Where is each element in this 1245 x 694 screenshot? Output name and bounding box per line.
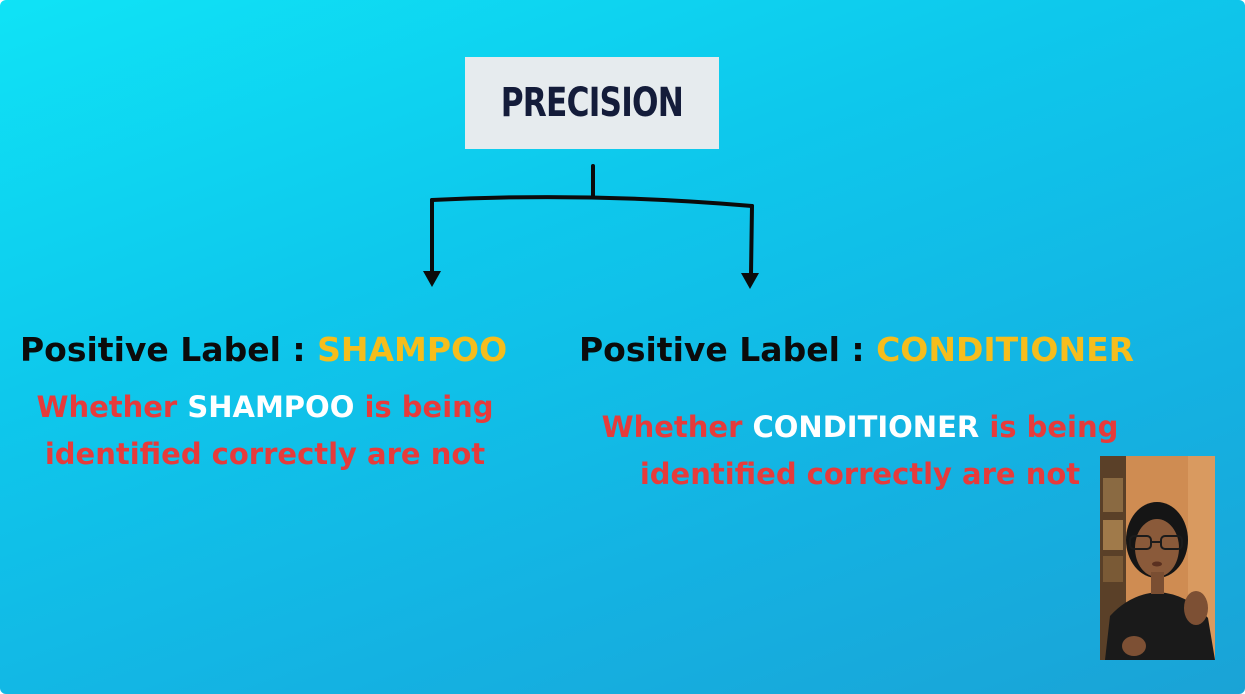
right-label-value: CONDITIONER (876, 330, 1135, 369)
left-description-highlight: SHAMPOO (187, 390, 355, 424)
right-description: Whether CONDITIONER is being identified … (585, 404, 1135, 498)
connector-right-drop (749, 204, 754, 276)
right-label-prefix: Positive Label : (579, 330, 877, 369)
right-positive-label: Positive Label : CONDITIONER (579, 330, 1134, 369)
left-arrowhead-icon (423, 271, 441, 287)
right-description-highlight: CONDITIONER (752, 410, 980, 444)
left-label-value: SHAMPOO (317, 330, 508, 369)
left-label-prefix: Positive Label : (20, 330, 318, 369)
right-description-line2: identified correctly are not (639, 457, 1081, 491)
webcam-presenter-image (1100, 456, 1215, 660)
right-description-line1: Whether CONDITIONER is being (601, 410, 1119, 444)
left-positive-label: Positive Label : SHAMPOO (20, 330, 507, 369)
left-description: Whether SHAMPOO is being identified corr… (20, 384, 510, 478)
left-description-line2: identified correctly are not (44, 437, 486, 471)
slide-title: PRECISION (500, 80, 684, 126)
connector-bar (430, 195, 754, 208)
presenter-illustration (1100, 456, 1215, 660)
title-box: PRECISION (465, 57, 719, 149)
right-arrowhead-icon (741, 273, 759, 289)
left-description-line1: Whether SHAMPOO is being (36, 390, 494, 424)
